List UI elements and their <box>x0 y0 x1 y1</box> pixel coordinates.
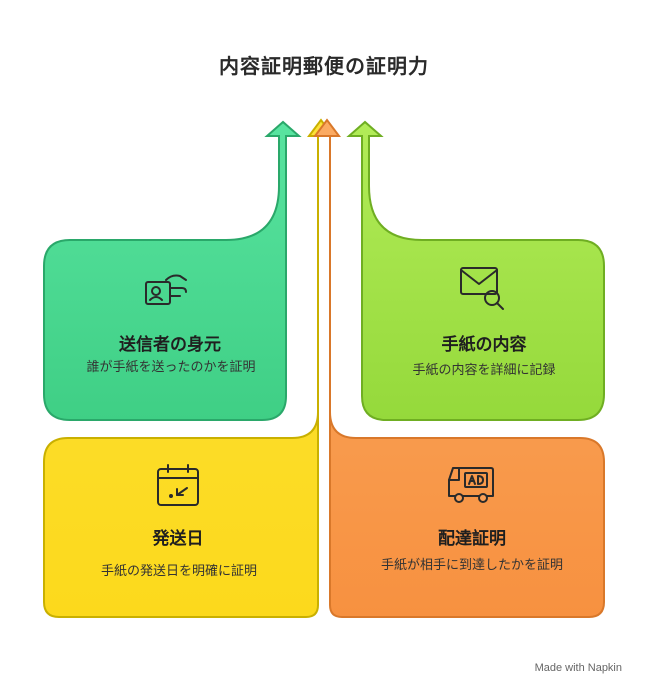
card-desc-letter-content: 手紙の内容を詳細に記録 <box>412 363 556 378</box>
card-desc-dispatch-date: 手紙の発送日を明確に証明 <box>100 564 257 579</box>
footer-credit: Made with Napkin <box>534 662 622 674</box>
shape-lime <box>346 120 605 421</box>
card-desc-delivery-proof: 手紙が相手に到達したかを証明 <box>380 558 563 573</box>
card-title-sender-identity: 送信者の身元 <box>119 335 221 355</box>
card-title-dispatch-date: 発送日 <box>152 529 204 549</box>
card-desc-sender-identity: 誰が手紙を送ったのかを証明 <box>86 360 256 375</box>
shape-green <box>43 120 302 421</box>
shape-orange <box>313 118 605 618</box>
card-title-letter-content: 手紙の内容 <box>441 335 527 355</box>
envelope-search-icon <box>460 267 504 310</box>
card-title-delivery-proof: 配達証明 <box>438 529 506 549</box>
shape-yellow <box>43 118 335 618</box>
id-card-hand-icon <box>145 274 187 305</box>
diagram-title: 内容証明郵便の証明力 <box>219 54 429 78</box>
calendar-icon <box>157 464 199 506</box>
delivery-truck-icon <box>448 467 494 503</box>
